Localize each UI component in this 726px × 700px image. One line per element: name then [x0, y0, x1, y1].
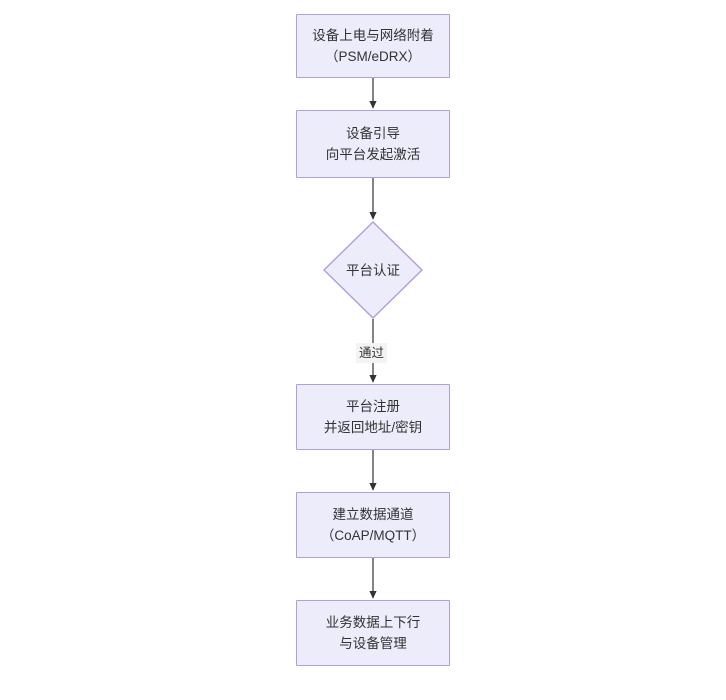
- node-platform-register[interactable]: 平台注册 并返回地址/密钥: [296, 384, 450, 450]
- edge-label-pass-text: 通过: [359, 346, 385, 360]
- diamond-shape: [323, 221, 423, 319]
- node-device-bootstrap-line-1: 设备引导: [346, 126, 400, 141]
- node-platform-auth[interactable]: 平台认证: [323, 221, 423, 319]
- node-power-on[interactable]: 设备上电与网络附着 （PSM/eDRX）: [296, 14, 450, 78]
- node-power-on-line-1: 设备上电与网络附着: [312, 28, 434, 43]
- node-platform-auth-label: 平台认证: [346, 262, 400, 278]
- node-platform-register-line-1: 平台注册: [346, 399, 400, 414]
- node-data-channel-line-2: （CoAP/MQTT）: [320, 528, 426, 543]
- edge-label-pass: 通过: [356, 343, 388, 363]
- node-service-data-line-1: 业务数据上下行: [325, 615, 421, 630]
- node-data-channel[interactable]: 建立数据通道 （CoAP/MQTT）: [296, 492, 450, 558]
- node-device-bootstrap-line-2: 向平台发起激活: [325, 147, 421, 162]
- node-service-data[interactable]: 业务数据上下行 与设备管理: [296, 600, 450, 666]
- node-data-channel-line-1: 建立数据通道: [332, 507, 414, 522]
- node-power-on-line-2: （PSM/eDRX）: [324, 49, 422, 64]
- node-service-data-line-2: 与设备管理: [339, 636, 407, 651]
- node-platform-register-line-2: 并返回地址/密钥: [323, 420, 423, 435]
- node-device-bootstrap[interactable]: 设备引导 向平台发起激活: [296, 110, 450, 178]
